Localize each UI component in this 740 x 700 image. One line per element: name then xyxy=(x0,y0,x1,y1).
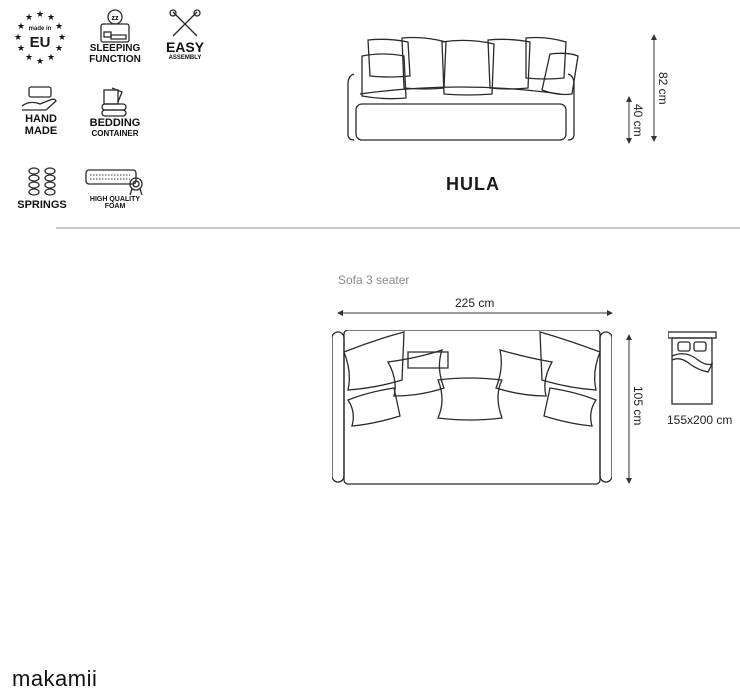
easy-line1: EASY xyxy=(165,39,205,55)
sofa-top-view xyxy=(332,330,612,485)
sofa-top-drawing xyxy=(332,330,612,485)
svg-text:★: ★ xyxy=(55,43,63,53)
sleeping-line2: FUNCTION xyxy=(89,53,141,65)
feature-hand-made: HAND MADE xyxy=(12,84,70,137)
svg-text:zz: zz xyxy=(112,15,120,22)
handmade-line2: MADE xyxy=(24,124,58,137)
height-total-label: 82 cm xyxy=(656,72,670,105)
hand-sofa-icon xyxy=(21,86,57,111)
foam-badge-icon xyxy=(85,169,143,196)
feature-sleeping-function: zz SLEEPING FUNCTION xyxy=(80,8,150,65)
foam-line1: HIGH QUALITY xyxy=(89,196,141,203)
svg-text:★: ★ xyxy=(17,21,25,31)
tools-icon xyxy=(169,9,201,37)
feature-high-quality-foam: HIGH QUALITY FOAM xyxy=(80,166,150,211)
feature-easy-assembly: EASY ASSEMBLY xyxy=(155,8,215,61)
sofa-front-drawing xyxy=(347,36,579,141)
svg-text:★: ★ xyxy=(36,56,44,64)
svg-text:★: ★ xyxy=(25,52,33,62)
seat-height-dimension-arrow xyxy=(623,96,635,144)
svg-text:★: ★ xyxy=(25,12,33,22)
sleeping-bed-icon: zz xyxy=(100,9,130,43)
eu-big-text: EU xyxy=(29,34,51,51)
svg-text:★: ★ xyxy=(14,32,22,42)
eu-stars-icon: ★ ★ ★ ★ ★ ★ ★ ★ ★ ★ ★ ★ xyxy=(14,9,66,64)
eu-small-text: made in xyxy=(28,26,52,32)
easy-line2: ASSEMBLY xyxy=(168,54,202,61)
depth-dimension-arrow xyxy=(624,334,634,484)
feature-bedding-container: BEDDING CONTAINER xyxy=(82,84,148,138)
svg-text:★: ★ xyxy=(47,12,55,22)
width-dimension-arrow xyxy=(337,309,613,317)
bedding-line1: BEDDING xyxy=(89,117,141,129)
seat-height-label: 40 cm xyxy=(631,104,645,137)
feature-springs: SPRINGS xyxy=(14,166,70,212)
springs-label: SPRINGS xyxy=(17,199,67,211)
brand-logo: makamii xyxy=(12,666,98,691)
height-dimension-arrow xyxy=(648,34,660,142)
bedding-icon xyxy=(101,87,127,117)
sofa-front-view xyxy=(340,34,580,144)
foam-line2: FOAM xyxy=(104,203,126,211)
svg-text:★: ★ xyxy=(17,43,25,53)
top-view-caption: Sofa 3 seater xyxy=(338,273,410,287)
svg-text:★: ★ xyxy=(36,9,44,19)
product-name: HULA xyxy=(446,174,500,194)
svg-text:★: ★ xyxy=(55,21,63,31)
handmade-line1: HAND xyxy=(25,113,57,125)
sleeping-line1: SLEEPING xyxy=(89,43,141,54)
svg-text:★: ★ xyxy=(58,32,66,42)
feature-made-in-eu: ★ ★ ★ ★ ★ ★ ★ ★ ★ ★ ★ ★ made in EU xyxy=(12,8,68,64)
bed-icon xyxy=(668,330,728,406)
bedding-line2: CONTAINER xyxy=(91,128,139,138)
svg-text:★: ★ xyxy=(47,52,55,62)
bed-size-label: 155x200 cm xyxy=(667,413,733,427)
depth-label: 105 cm xyxy=(631,386,645,426)
width-label: 225 cm xyxy=(455,296,495,310)
section-divider xyxy=(56,227,740,229)
springs-icon xyxy=(28,167,56,196)
